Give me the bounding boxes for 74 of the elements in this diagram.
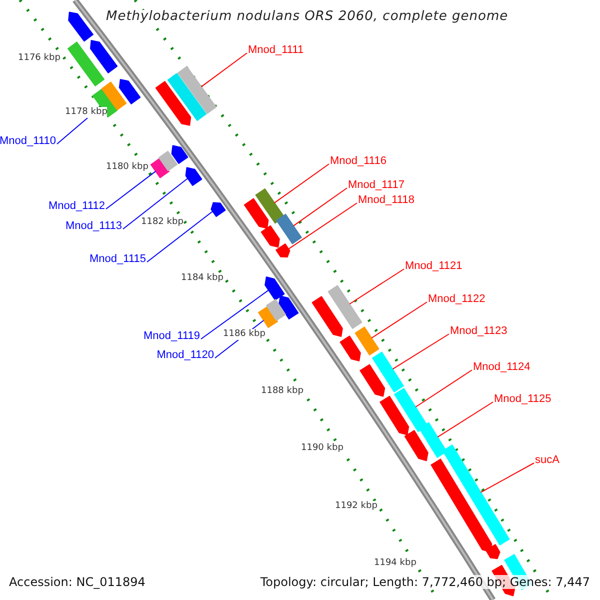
leader-line (274, 164, 330, 204)
gene-block (266, 299, 286, 321)
gene-block (90, 40, 118, 74)
gene-block (260, 225, 280, 248)
leader-line (106, 170, 156, 210)
gene-block (171, 145, 188, 164)
gene-label: Mnod_1120 (156, 348, 214, 362)
gene-block (167, 73, 207, 121)
leader-line (288, 202, 358, 250)
scale-tick-label: 1192 kbp (335, 501, 378, 512)
gene-block (372, 352, 404, 392)
leader-line (415, 370, 472, 408)
leader-line (371, 302, 428, 338)
accession-note: Accession: NC_011894 (9, 575, 146, 589)
gene-block (68, 12, 94, 42)
gene-block (404, 430, 428, 462)
gene-label: Mnod_1110 (0, 134, 56, 148)
title: Methylobacterium nodulans ORS 2060, complete genome (104, 10, 510, 24)
gene-block (418, 422, 448, 458)
gene-label: Mnod_1112 (48, 199, 105, 213)
gene-label: Mnod_1121 (405, 259, 462, 273)
gene-block (442, 444, 510, 546)
scale-tick-label: 1186 kbp (223, 329, 266, 340)
gene-label: Mnod_1119 (144, 329, 200, 343)
gene-block (328, 285, 362, 329)
gene-block (430, 458, 492, 552)
gene-block (255, 188, 285, 224)
gene-block (158, 150, 178, 172)
gene-block (210, 202, 226, 217)
gene-label: Mnod_1111 (248, 43, 304, 57)
gene-label: Mnod_1123 (450, 324, 508, 338)
leader-line (349, 268, 404, 304)
gene-label: Mnod_1113 (66, 219, 122, 233)
gene-label: sucA (535, 453, 560, 467)
gene-label: Mnod_1115 (90, 252, 146, 266)
leader-line (200, 52, 248, 88)
scale-tick-label: 1178 kbp (65, 107, 108, 118)
leader-line (293, 188, 348, 226)
scale-tick-label: 1184 kbp (181, 273, 224, 284)
scale-tick-label: 1194 kbp (374, 558, 416, 569)
gene-label: Mnod_1118 (358, 193, 414, 207)
gene-label: Mnod_1117 (348, 178, 404, 192)
scale-tick-label: 1182 kbp (141, 217, 184, 228)
gene-block (360, 364, 386, 397)
gene-block (380, 396, 410, 436)
gene-label: Mnod_1122 (428, 292, 486, 306)
gene-label: Mnod_1124 (473, 360, 530, 374)
gene-block (486, 544, 500, 560)
leader-line (200, 290, 269, 340)
gene-block (118, 79, 141, 104)
gene-block (68, 42, 104, 86)
leader-line (146, 210, 214, 262)
gene-label: Mnod_1116 (330, 154, 386, 168)
gene-block (155, 81, 192, 126)
gene-block (244, 198, 269, 229)
leader-line (437, 402, 494, 438)
gene-block (278, 296, 299, 320)
leader-line (392, 334, 450, 370)
gene-block (185, 167, 202, 186)
gene-block (394, 388, 428, 432)
gene-block (312, 296, 343, 337)
gene-block (276, 214, 302, 244)
gene-block (264, 276, 285, 300)
gene-label: Mnod_1125 (494, 392, 552, 406)
leader-line (480, 462, 534, 493)
gene-block (177, 66, 217, 114)
gene-block (354, 326, 380, 356)
leader-line (122, 178, 188, 230)
genome-summary: Topology: circular; Length: 7,772,460 bp; Genes: 7,447 (260, 575, 590, 589)
scale-tick-label: 1176 kbp (18, 53, 60, 64)
scale-tick-label: 1180 kbp (106, 162, 148, 173)
scale-tick-label: 1190 kbp (301, 443, 344, 454)
gene-block (340, 336, 361, 362)
scale-tick-label: 1188 kbp (261, 386, 304, 397)
